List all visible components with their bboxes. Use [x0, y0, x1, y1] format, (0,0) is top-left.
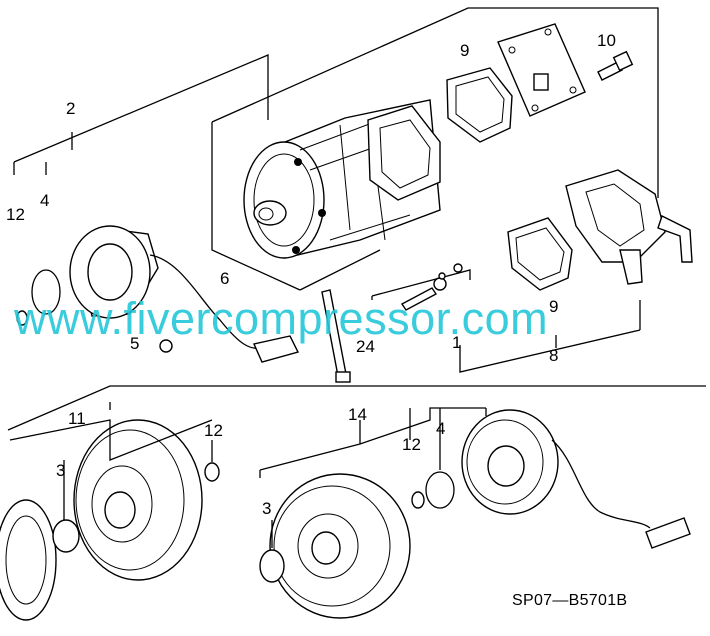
- callout-11: 11: [68, 409, 86, 428]
- cover-plate: [497, 23, 586, 117]
- connector-upper: [253, 335, 300, 363]
- rear-housing: [565, 169, 666, 263]
- callout-12-right: 12: [402, 435, 421, 454]
- callout-14: 14: [348, 405, 367, 424]
- clip-5: [159, 339, 173, 353]
- callout-24: 24: [356, 337, 375, 356]
- snap-ring-4-lower: [425, 471, 455, 509]
- callout-3-right: 3: [262, 499, 272, 518]
- watermark: www.fivercompressor.com: [14, 293, 549, 344]
- field-coil-lower: [461, 409, 651, 529]
- callout-4: 4: [40, 191, 50, 210]
- callout-9-upper: 9: [460, 41, 470, 60]
- callout-2: 2: [66, 99, 76, 118]
- bracket-2: [13, 54, 269, 175]
- pulley-right: [269, 473, 411, 619]
- compressor-body: [243, 99, 441, 259]
- lower-divider: [7, 385, 706, 431]
- shim-right: [411, 491, 425, 509]
- shim-left: [204, 462, 220, 482]
- callout-1: 1: [452, 333, 462, 352]
- callout-6: 6: [220, 269, 230, 288]
- callout-9-lower: 9: [549, 297, 559, 316]
- callout-5: 5: [130, 334, 140, 353]
- diagram-code: SP07—B5701B: [512, 592, 628, 609]
- gasket-lower: [507, 217, 573, 291]
- snap-ring-right: [259, 549, 285, 583]
- bracket-1: [371, 269, 641, 373]
- callout-4-lower: 4: [436, 419, 446, 438]
- compressor-frame: [211, 7, 659, 291]
- snap-ring-left: [52, 519, 80, 553]
- snap-ring-upper: [31, 269, 61, 315]
- callout-3-left: 3: [56, 461, 66, 480]
- field-coil: [69, 225, 263, 350]
- callout-12-left: 12: [204, 421, 223, 440]
- bolt-10: [597, 61, 623, 81]
- pulley-left: [0, 419, 203, 621]
- shim-upper: [16, 310, 28, 326]
- callout-10: 10: [597, 31, 616, 50]
- callout-8: 8: [549, 346, 559, 365]
- gasket-upper: [446, 67, 513, 143]
- leaders-lower: [9, 402, 487, 548]
- callout-12: 12: [6, 205, 25, 224]
- switch-assembly: [400, 263, 463, 311]
- connector-lower: [645, 517, 691, 549]
